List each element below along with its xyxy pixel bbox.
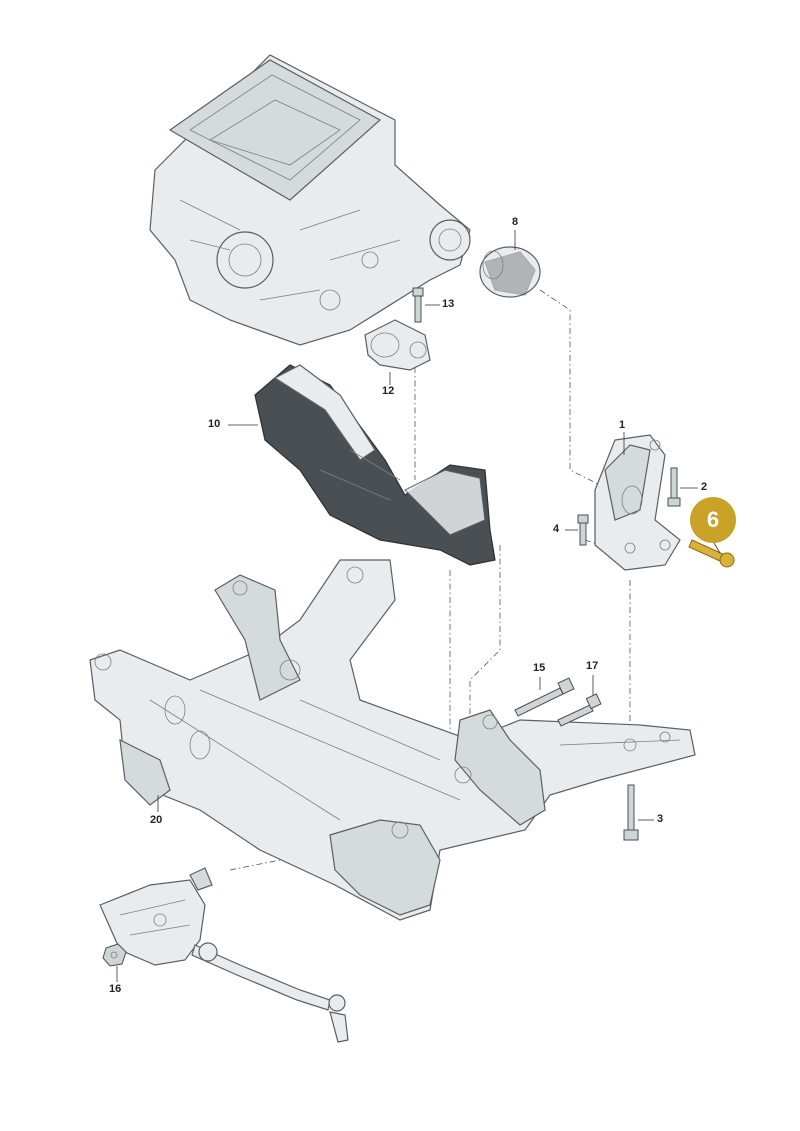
callout-3: 3	[657, 813, 664, 825]
callout-4: 4	[553, 523, 560, 535]
part-1-bracket	[594, 434, 681, 571]
part-13-bolt	[412, 287, 424, 323]
callout-8: 8	[512, 216, 519, 228]
part-15-bolt	[514, 677, 575, 717]
part-3-bolt	[623, 784, 639, 841]
part-8-mount	[479, 246, 541, 298]
callout-10: 10	[208, 418, 221, 430]
callout-2: 2	[701, 481, 708, 493]
callout-17: 17	[586, 660, 599, 672]
callout-1: 1	[619, 419, 626, 431]
electric-motor-unit	[149, 54, 471, 346]
leader-lines	[116, 230, 721, 982]
callout-16: 16	[109, 983, 122, 995]
callout-13: 13	[442, 298, 455, 310]
callout-20: 20	[150, 814, 163, 826]
part-6-bolt	[688, 539, 735, 568]
part-4-bolt	[577, 514, 589, 546]
part-2-bolt	[667, 467, 681, 507]
part-17-bolt	[557, 693, 602, 727]
subframe	[89, 559, 696, 921]
callout-12: 12	[382, 385, 395, 397]
steering-rack	[99, 867, 349, 1043]
part-16-nut	[102, 943, 127, 967]
part-12-mount	[364, 319, 431, 371]
highlighted-part-badge[interactable]: 6	[690, 497, 736, 543]
callout-15: 15	[533, 662, 546, 674]
part-10-bracket	[254, 364, 496, 566]
